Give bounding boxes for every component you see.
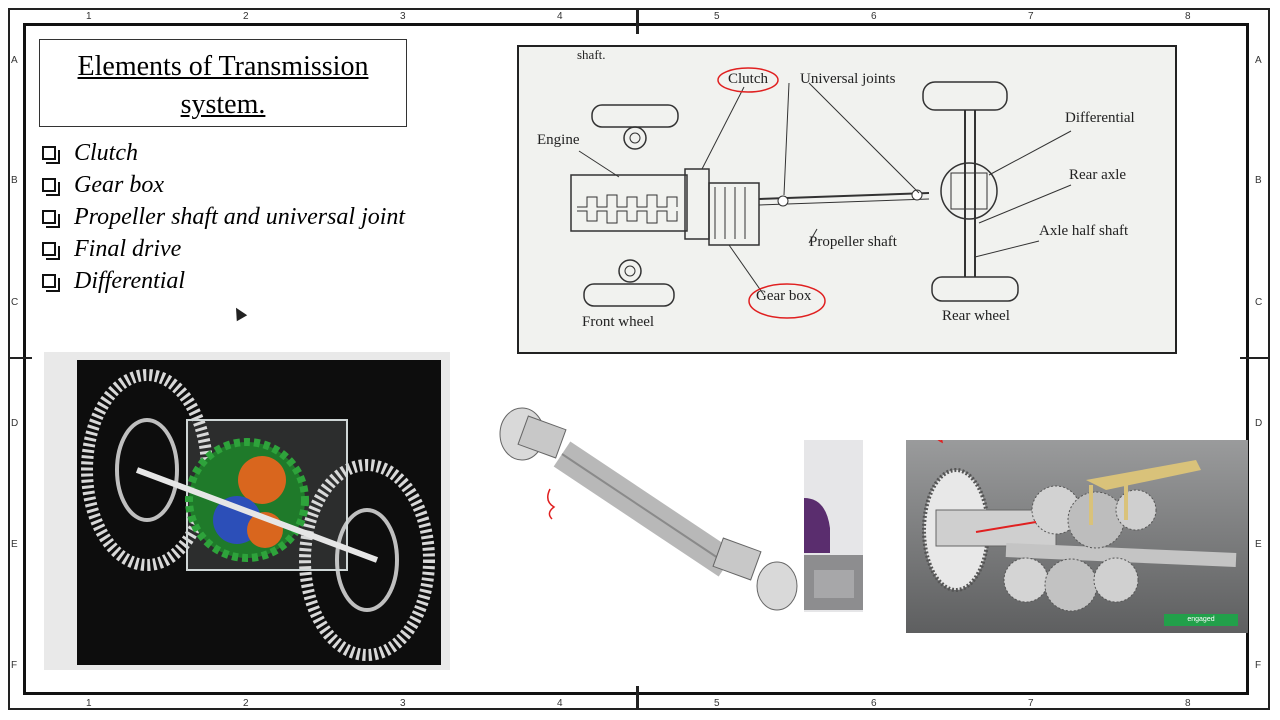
frame-tick-right: D xyxy=(1255,418,1263,429)
cropped-image-slice xyxy=(804,440,863,612)
frame-tick-bottom: 4 xyxy=(557,698,563,709)
frame-tick-left: D xyxy=(11,418,19,429)
checkbox-bullet-icon xyxy=(42,178,60,196)
gearbox-illustration xyxy=(922,440,1237,612)
diagram-label-rear-axle: Rear axle xyxy=(1069,167,1127,183)
slide-title: Elements of Transmission system. xyxy=(77,51,369,120)
transmission-layout-diagram: shaft. Clutch Universal joints Engine Di… xyxy=(517,45,1177,354)
frame-center-mark-top xyxy=(636,10,639,34)
frame-center-mark-bottom xyxy=(636,686,639,710)
frame-tick-right: B xyxy=(1255,175,1262,186)
list-item-label: Propeller shaft and universal joint xyxy=(74,204,406,230)
frame-tick-bottom: 7 xyxy=(1028,698,1034,709)
universal-joint-render-image xyxy=(492,404,802,614)
frame-tick-bottom: 2 xyxy=(243,698,249,709)
frame-tick-right: C xyxy=(1255,297,1263,308)
diagram-label-differential: Differential xyxy=(1065,110,1135,126)
diagram-label-front-wheel: Front wheel xyxy=(582,314,655,330)
element-list: Clutch Gear box Propeller shaft and univ… xyxy=(42,137,405,297)
frame-tick-left: E xyxy=(11,539,18,550)
frame-tick-bottom: 6 xyxy=(871,698,877,709)
list-item: Gear box xyxy=(42,169,405,201)
frame-tick-top: 3 xyxy=(400,11,406,22)
diagram-label-clutch: Clutch xyxy=(728,71,768,87)
frame-center-mark-right xyxy=(1240,357,1270,359)
frame-tick-right: A xyxy=(1255,55,1262,66)
frame-tick-top: 2 xyxy=(243,11,249,22)
frame-center-mark-left xyxy=(8,357,32,359)
frame-tick-bottom: 1 xyxy=(86,698,92,709)
gearbox-render-image: engaged xyxy=(906,440,1248,633)
list-item-label: Clutch xyxy=(74,140,138,166)
frame-tick-top: 4 xyxy=(557,11,563,22)
list-item: Propeller shaft and universal joint xyxy=(42,201,405,233)
engaged-status-badge: engaged xyxy=(1164,614,1238,626)
diagram-label-rear-wheel: Rear wheel xyxy=(942,308,1010,324)
frame-tick-bottom: 5 xyxy=(714,698,720,709)
list-item: Final drive xyxy=(42,233,405,265)
frame-tick-top: 7 xyxy=(1028,11,1034,22)
frame-tick-bottom: 8 xyxy=(1185,698,1191,709)
frame-tick-left: A xyxy=(11,55,18,66)
list-item-label: Final drive xyxy=(74,236,182,262)
differential-illustration xyxy=(81,369,435,661)
frame-tick-top: 1 xyxy=(86,11,92,22)
diagram-label-universal-joints: Universal joints xyxy=(800,71,896,87)
slice-illustration xyxy=(804,498,863,610)
checkbox-bullet-icon xyxy=(42,242,60,260)
drawing-frame-outer xyxy=(8,8,1270,710)
frame-tick-top: 6 xyxy=(871,11,877,22)
frame-tick-bottom: 3 xyxy=(400,698,406,709)
list-item-label: Gear box xyxy=(74,172,164,198)
differential-render-image xyxy=(77,360,441,665)
list-item: Differential xyxy=(42,265,405,297)
diagram-label-propeller-shaft: Propeller shaft xyxy=(809,234,897,250)
slide-title-box: Elements of Transmission system. xyxy=(39,39,407,127)
checkbox-bullet-icon xyxy=(42,210,60,228)
diagram-label: shaft. xyxy=(577,47,606,62)
frame-tick-top: 5 xyxy=(714,11,720,22)
frame-tick-left: B xyxy=(11,175,18,186)
frame-tick-right: F xyxy=(1255,660,1262,671)
frame-tick-left: F xyxy=(11,660,18,671)
list-item: Clutch xyxy=(42,137,405,169)
frame-tick-top: 8 xyxy=(1185,11,1191,22)
checkbox-bullet-icon xyxy=(42,274,60,292)
diagram-drawing xyxy=(570,67,1072,319)
list-item-label: Differential xyxy=(74,268,186,294)
diagram-label-axle-half-shaft: Axle half shaft xyxy=(1039,223,1129,239)
diagram-label-engine: Engine xyxy=(537,132,580,148)
diagram-label-gear-box: Gear box xyxy=(756,288,812,304)
frame-tick-left: C xyxy=(11,297,19,308)
checkbox-bullet-icon xyxy=(42,146,60,164)
propeller-shaft-illustration xyxy=(499,407,798,611)
frame-tick-right: E xyxy=(1255,539,1262,550)
